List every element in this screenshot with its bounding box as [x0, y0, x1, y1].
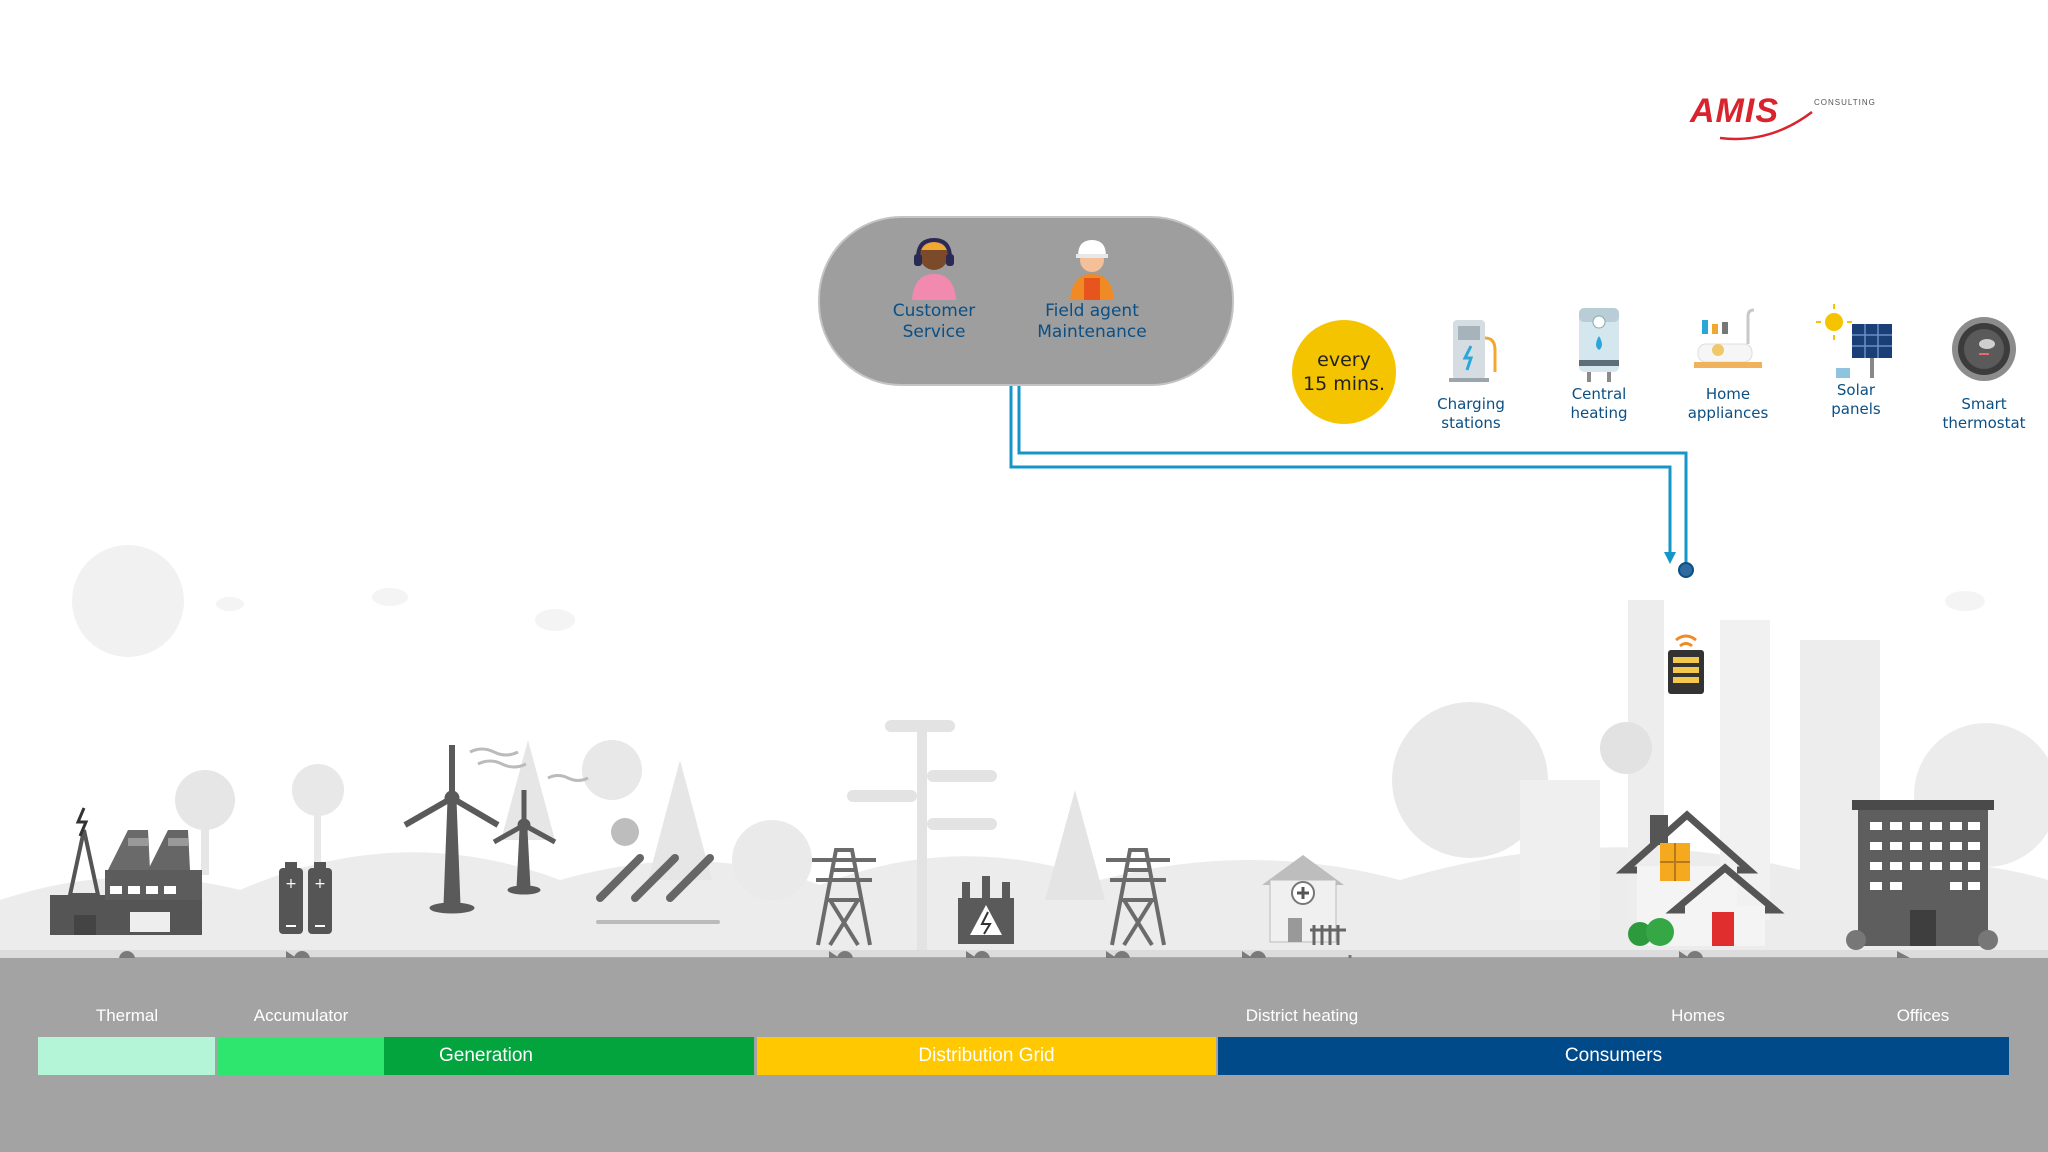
stage-label-homes: Homes	[1671, 1006, 1725, 1025]
device-label-line2: thermostat	[1942, 414, 2026, 432]
thermal-segment-bar	[38, 1037, 215, 1075]
customer-service-line1: Customer	[892, 301, 976, 321]
distribution-label: Distribution Grid	[918, 1045, 1055, 1066]
logo-swoosh-icon	[1719, 111, 1813, 141]
thermal-plant-icon	[50, 807, 202, 935]
device-label-line1: Charging	[1437, 395, 1505, 413]
bathtub-appliances-icon	[1694, 308, 1762, 368]
amis-logo: AMIS CONSULTING	[1690, 92, 1910, 148]
boiler-icon	[1579, 308, 1619, 382]
stage-label-accumulator: Accumulator	[253, 1006, 349, 1025]
device-label-line2: panels	[1831, 400, 1881, 418]
generation-label: Generation	[438, 1045, 533, 1066]
power-pylon-icon	[812, 848, 876, 947]
svg-text:+: +	[314, 876, 326, 892]
device-label-line2: heating	[1570, 404, 1628, 422]
stage-label-district-heating: District heating	[1245, 1006, 1359, 1025]
device-label-line2: stations	[1441, 414, 1501, 432]
solar-field-icon	[596, 818, 720, 924]
device-smart-thermostat: Smart thermostat	[1924, 314, 2044, 433]
interval-badge: every 15 mins.	[1292, 320, 1396, 424]
customer-service-label: Customer Service	[854, 301, 1014, 343]
home-icon	[1615, 810, 1785, 946]
field-agent-line1: Field agent	[1045, 301, 1139, 321]
distribution-segment-bar: Distribution Grid	[757, 1037, 1216, 1075]
svg-text:+: +	[285, 876, 297, 892]
hardhat-worker-icon	[1070, 240, 1114, 300]
interval-line1: every	[1317, 349, 1371, 371]
ev-charger-icon	[1449, 320, 1497, 382]
thermostat-icon	[1952, 317, 2016, 381]
logo-subtext: CONSULTING	[1814, 98, 1876, 107]
device-label-line1: Solar	[1836, 381, 1876, 399]
field-agent-line2: Maintenance	[1037, 322, 1147, 342]
operators-bubble: Customer Service Field agent Maintenance	[818, 216, 1234, 386]
device-central-heating: Central heating	[1539, 304, 1659, 423]
consumers-segment-bar: Consumers	[1218, 1037, 2009, 1075]
device-label-line1: Smart	[1961, 395, 2007, 413]
stage-label-offices: Offices	[1896, 1006, 1950, 1025]
device-label-line1: Home	[1705, 385, 1751, 403]
logo-text: AMIS	[1690, 92, 1779, 130]
device-charging-stations: Charging stations	[1411, 314, 1531, 433]
stage-label-thermal: Thermal	[95, 1006, 159, 1025]
office-building-icon	[1846, 800, 1998, 950]
headset-agent-icon	[912, 237, 956, 300]
customer-service-line2: Service	[902, 322, 966, 342]
device-home-appliances: Home appliances	[1668, 304, 1788, 423]
smart-meter-icon	[1668, 634, 1704, 694]
transformer-substation-icon	[958, 876, 1014, 944]
wind-turbine-icon	[403, 745, 589, 914]
generation-segment-bar: Generation	[218, 1037, 754, 1075]
solar-panel-icon	[1816, 304, 1892, 378]
interval-line2: 15 mins.	[1303, 373, 1385, 395]
battery-accumulator-icon: + +	[279, 862, 332, 934]
device-label-line2: appliances	[1687, 404, 1769, 422]
field-agent-label: Field agent Maintenance	[1012, 301, 1172, 343]
consumers-label: Consumers	[1564, 1045, 1663, 1066]
device-solar-panels: Solar panels	[1796, 300, 1916, 419]
device-label-line1: Central	[1571, 385, 1627, 403]
background-scenery	[0, 545, 2048, 958]
power-pylon-icon	[1106, 848, 1170, 947]
